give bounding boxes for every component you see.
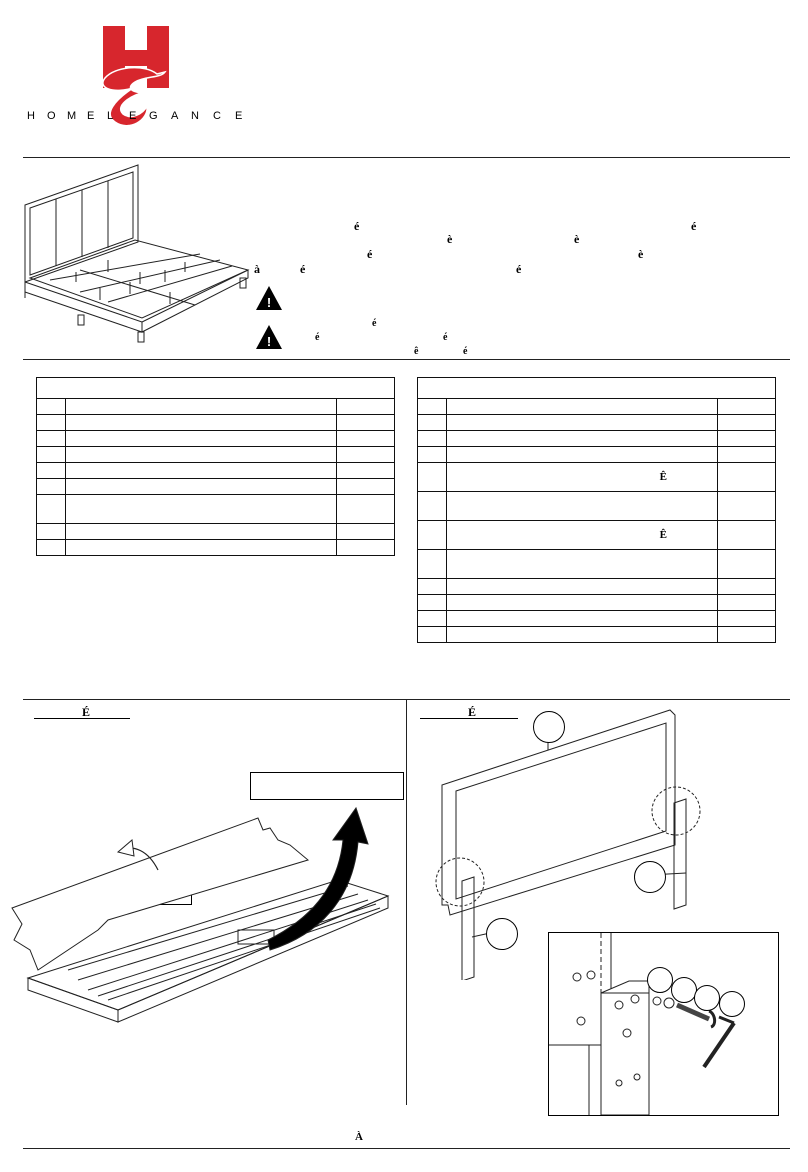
step1-heading-underline: [34, 718, 130, 719]
divider: [23, 157, 790, 158]
intro-accent: é: [691, 219, 697, 233]
brand-letter: E: [235, 110, 243, 122]
intro-accent: é: [516, 262, 522, 276]
brand-letter: H: [27, 110, 35, 122]
svg-text:!: !: [267, 334, 271, 349]
step1-label-box: [250, 772, 404, 800]
brand-letter: G: [149, 110, 158, 122]
brand-letter: L: [107, 110, 114, 122]
callout-circle: [694, 985, 720, 1011]
step2-heading-underline: [420, 718, 518, 719]
brand-letter: E: [87, 110, 95, 122]
intro-accent: é: [300, 262, 306, 276]
callout-circle: [634, 861, 666, 893]
warning-accent: é: [372, 318, 377, 329]
callout-circle: [647, 967, 673, 993]
brand-letter: N: [191, 110, 199, 122]
warning-accent: é: [463, 346, 468, 357]
warning-accent: é: [315, 332, 320, 343]
divider: [23, 359, 790, 360]
brand-letter: C: [213, 110, 221, 122]
intro-accent: è: [574, 232, 580, 246]
warning-icon: !: [255, 285, 283, 311]
callout-circle: [533, 711, 565, 743]
brand-letter: A: [171, 110, 179, 122]
detail-inset: [548, 932, 779, 1116]
callout-circle: [486, 918, 518, 950]
intro-accent: é: [354, 219, 360, 233]
intro-accent: è: [447, 232, 453, 246]
svg-text:!: !: [267, 295, 271, 310]
intro-accent: à: [254, 262, 260, 276]
intro-accent: è: [638, 247, 644, 261]
parts-table-right: Ê Ê: [417, 377, 776, 643]
warning-accent: ê: [414, 346, 419, 357]
homelegance-logo: [85, 22, 185, 157]
headboard-illustration: [430, 705, 705, 982]
table-cell: Ê: [446, 520, 718, 550]
footer-accent: À: [355, 1131, 363, 1143]
brand-letter: E: [129, 110, 137, 122]
warning-icon: !: [255, 324, 283, 350]
callout-circle: [719, 991, 745, 1017]
unboxing-illustration: [8, 800, 400, 1025]
callout-circle: [671, 977, 697, 1003]
parts-table-left: [36, 377, 395, 556]
brand-letter: O: [47, 110, 56, 122]
step2-heading-accent: É: [468, 705, 477, 719]
intro-accent: é: [367, 247, 373, 261]
divider: [23, 1148, 790, 1149]
vertical-divider: [406, 699, 407, 1105]
table-cell: Ê: [446, 462, 718, 492]
table-header: [417, 377, 776, 399]
brand-letter: M: [67, 110, 77, 122]
bed-illustration: [20, 160, 252, 350]
table-header: [36, 377, 395, 399]
warning-accent: é: [443, 332, 448, 343]
step1-heading-accent: É: [82, 705, 91, 719]
